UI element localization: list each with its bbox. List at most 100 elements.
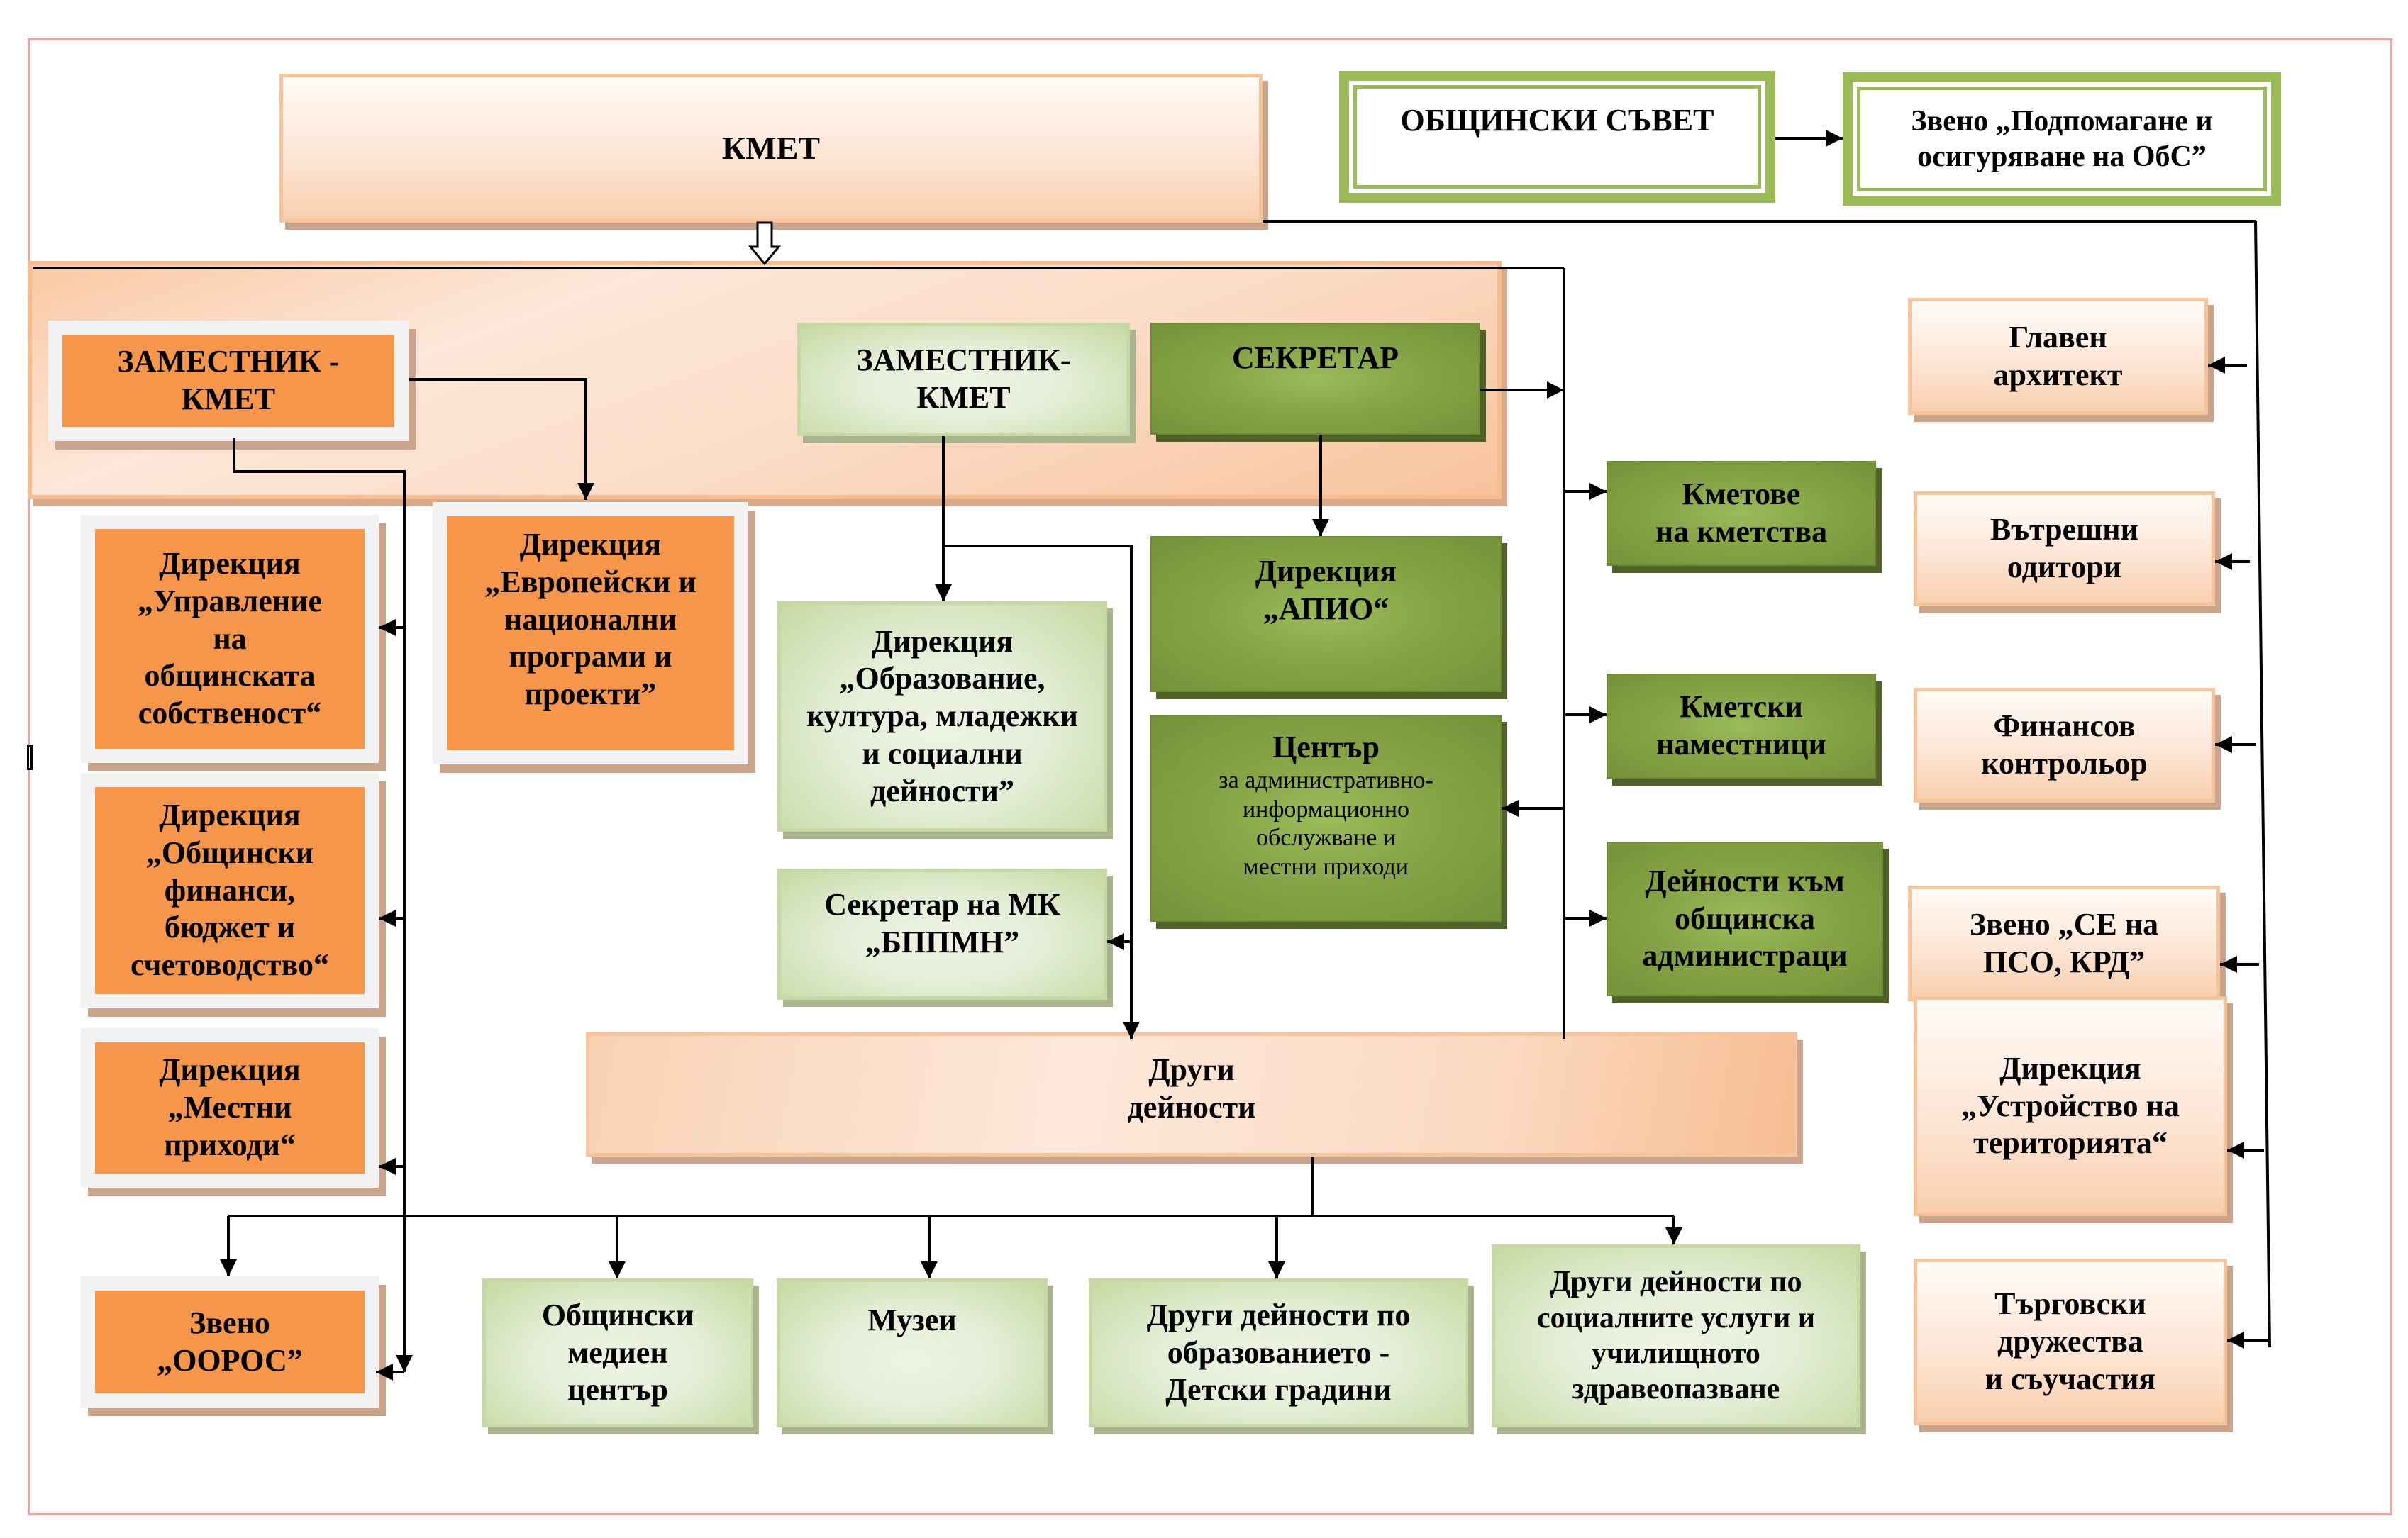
dir-finance-line: финанси, [164,872,296,908]
municipal-council-box[interactable]: ОБЩИНСКИ СЪВЕТ [1339,71,1775,203]
dir-apio-box[interactable]: Дирекция „АПИО“ [1150,536,1502,692]
dir-education-line: култура, младежки [806,698,1078,734]
deputy-mayor-2-box[interactable]: ЗАМЕСТНИК- КМЕТ [797,323,1130,436]
chief-architect-box[interactable]: Главен архитект [1908,298,2208,415]
admin-activities-line: Дейности към [1645,863,1845,898]
dir-local-revenue-line: „Местни [167,1090,292,1125]
mayor-deputies-box[interactable]: Кметски наместници [1607,674,1876,779]
other-activities-box[interactable]: Други дейности [586,1032,1797,1157]
financial-controller-box[interactable]: Финансов контрольор [1914,688,2215,803]
kindergartens-line: Детски градини [1165,1372,1392,1408]
dir-finance-line: бюджет и [164,910,296,945]
dir-territory-line: Дирекция [1999,1050,2141,1086]
admin-info-center-box[interactable]: Център за административно- информационно… [1150,715,1502,922]
companies-line: и съучастия [1985,1361,2156,1396]
zveno-ce-line: Звено „СЕ на [1969,906,2159,942]
dir-local-revenue-box[interactable]: Дирекция „Местни приходи“ [81,1028,379,1188]
mayor-box[interactable]: КМЕТ [279,74,1263,223]
dir-property-line: общинската [144,658,316,693]
admin-info-center-line: информационно [1242,796,1410,823]
media-center-line: център [567,1372,668,1408]
admin-info-center-line: обслужване и [1255,825,1397,852]
companies-line: дружества [1997,1324,2143,1359]
companies-box[interactable]: Търговски дружества и съучастия [1914,1259,2227,1425]
deputy-mayor-1-line: ЗАМЕСТНИК - [117,344,340,379]
internal-auditors-line: одитори [2007,550,2122,584]
dir-education-line: дейности” [870,773,1014,808]
dir-education-line: „Образование, [839,661,1045,696]
financial-controller-line: Финансов [1993,708,2136,744]
dir-european-line: „Европейски и [484,564,697,599]
zveno-ce-box[interactable]: Звено „СЕ на ПСО, КРД” [1908,886,2220,1001]
village-mayors-box[interactable]: Кметове на кметства [1607,461,1876,566]
social-health-line: социалните услуги и [1536,1301,1816,1334]
dir-european-line: проекти” [524,676,657,712]
dir-property-line: собственост“ [138,696,322,731]
zveno-ooros-box[interactable]: Звено „ООРОС” [81,1276,379,1408]
dir-education-line: Дирекция [871,623,1014,659]
admin-activities-box[interactable]: Дейности към общинска администраци [1607,842,1883,996]
zveno-ooros-line: „ООРОС” [157,1342,303,1378]
dir-finance-line: „Общински [145,835,314,870]
dir-local-revenue-line: Дирекция [159,1052,301,1088]
social-health-box[interactable]: Други дейности по социалните услуги и уч… [1492,1244,1860,1427]
dir-territory-box[interactable]: Дирекция „Устройство на територията“ [1914,996,2227,1216]
chief-architect-line: Главен [2009,319,2107,355]
dir-education-box[interactable]: Дирекция „Образование, култура, младежки… [777,601,1107,832]
kindergartens-line: Други дейности по [1146,1297,1411,1332]
dir-european-box[interactable]: Дирекция „Европейски и национални програ… [433,502,748,764]
secretary-mk-line: Секретар на МК [824,887,1060,922]
kindergartens-box[interactable]: Други дейности по образованието - Детски… [1089,1278,1468,1427]
internal-auditors-line: Вътрешни [1990,512,2138,547]
social-health-line: училищното [1592,1337,1760,1370]
village-mayors-line: Кметове [1682,477,1801,512]
admin-info-center-title: Център [1272,730,1380,764]
dir-european-line: Дирекция [519,527,662,562]
social-health-line: Други дейности по [1550,1266,1802,1299]
admin-activities-line: общинска [1674,901,1816,936]
municipal-council-label: ОБЩИНСКИ СЪВЕТ [1400,103,1714,138]
council-support-unit-line: Звено „Подпомагане и [1911,104,2213,138]
council-support-unit-box[interactable]: Звено „Подпомагане и осигуряване на ОбС” [1843,72,2281,206]
other-activities-line: дейности [1127,1089,1256,1125]
mayor-deputies-line: Кметски [1680,689,1803,725]
secretary-mk-line: „БППМН” [865,924,1020,959]
dir-property-line: „Управление [137,583,323,618]
council-support-unit-line: осигуряване на ОбС” [1917,140,2207,173]
dir-property-line: Дирекция [159,546,301,581]
admin-activities-line: администраци [1642,938,1848,974]
dir-property-line: на [213,620,247,656]
dir-local-revenue-line: приходи“ [164,1127,296,1162]
zveno-ooros-line: Звено [189,1305,270,1340]
mayor-label: КМЕТ [721,130,821,167]
dir-territory-line: територията“ [1973,1125,2168,1161]
admin-info-center-line: местни приходи [1243,854,1409,881]
museums-label: Музеи [867,1303,957,1337]
internal-auditors-box[interactable]: Вътрешни одитори [1914,491,2215,606]
other-activities-line: Други [1148,1052,1235,1087]
museums-box[interactable]: Музеи [777,1278,1048,1427]
mayor-deputies-line: наместници [1656,727,1826,762]
deputy-mayor-1-box[interactable]: ЗАМЕСТНИК - КМЕТ [48,321,409,441]
dir-apio-line: „АПИО“ [1263,591,1389,626]
dir-property-box[interactable]: Дирекция „Управление на общинската собст… [81,515,379,763]
media-center-box[interactable]: Общински медиен център [482,1278,753,1427]
dir-education-line: и социални [862,735,1023,771]
dir-finance-box[interactable]: Дирекция „Общински финанси, бюджет и сче… [81,773,379,1008]
dir-apio-line: Дирекция [1255,554,1397,589]
zveno-ce-line: ПСО, КРД” [1982,944,2146,979]
financial-controller-line: контрольор [1981,746,2148,781]
village-mayors-line: на кметства [1655,514,1828,549]
dir-finance-line: Дирекция [159,798,301,832]
media-center-line: Общински [541,1297,694,1332]
edge-marker [27,745,33,770]
secretary-mk-box[interactable]: Секретар на МК „БППМН” [777,869,1107,1000]
page-frame [28,38,2392,1515]
dir-european-line: национални [504,601,677,637]
social-health-line: здравеопазване [1572,1373,1780,1406]
secretary-label: СЕКРЕТАР [1231,340,1399,375]
kindergartens-line: образованието - [1167,1334,1390,1370]
secretary-box[interactable]: СЕКРЕТАР [1150,323,1480,435]
deputy-mayor-1-line: КМЕТ [181,381,276,416]
dir-european-line: програми и [509,639,672,674]
